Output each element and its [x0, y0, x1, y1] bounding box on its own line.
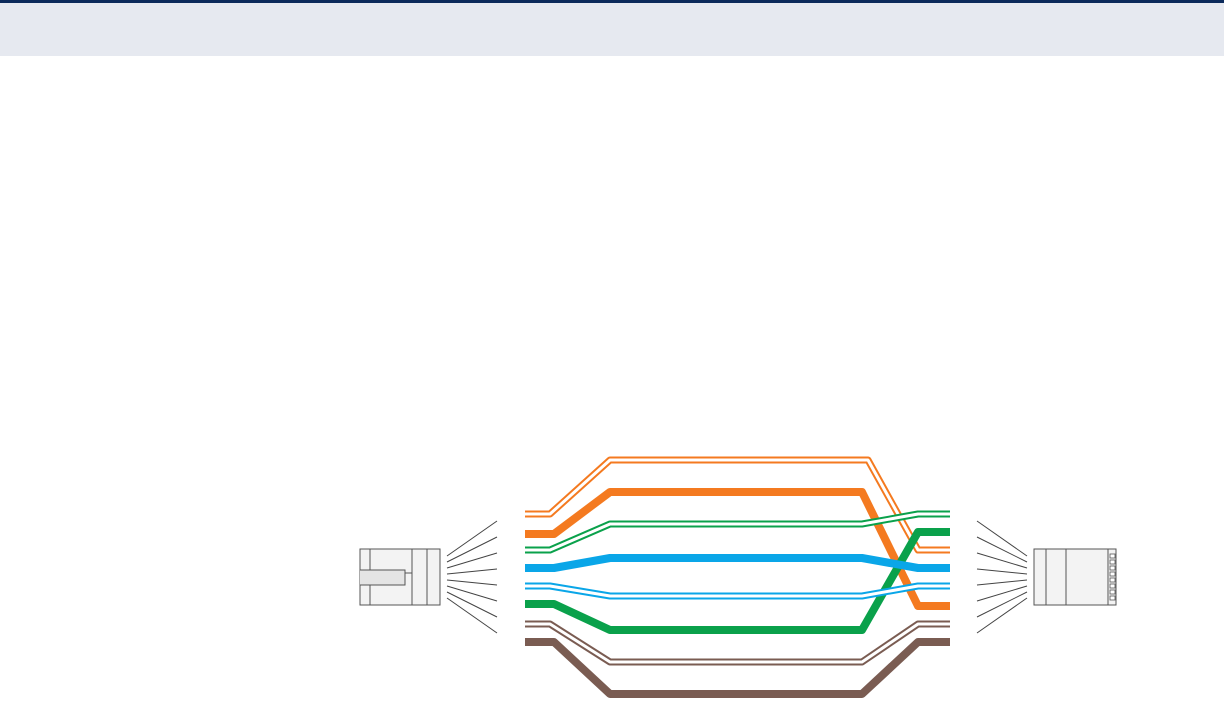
right-rj45-plug-icon [1034, 549, 1116, 605]
left-rj45-plug-icon [360, 549, 440, 605]
left-fanout-lines [447, 521, 497, 633]
right-fanout-lines [977, 521, 1027, 633]
wire-blue [525, 558, 950, 568]
